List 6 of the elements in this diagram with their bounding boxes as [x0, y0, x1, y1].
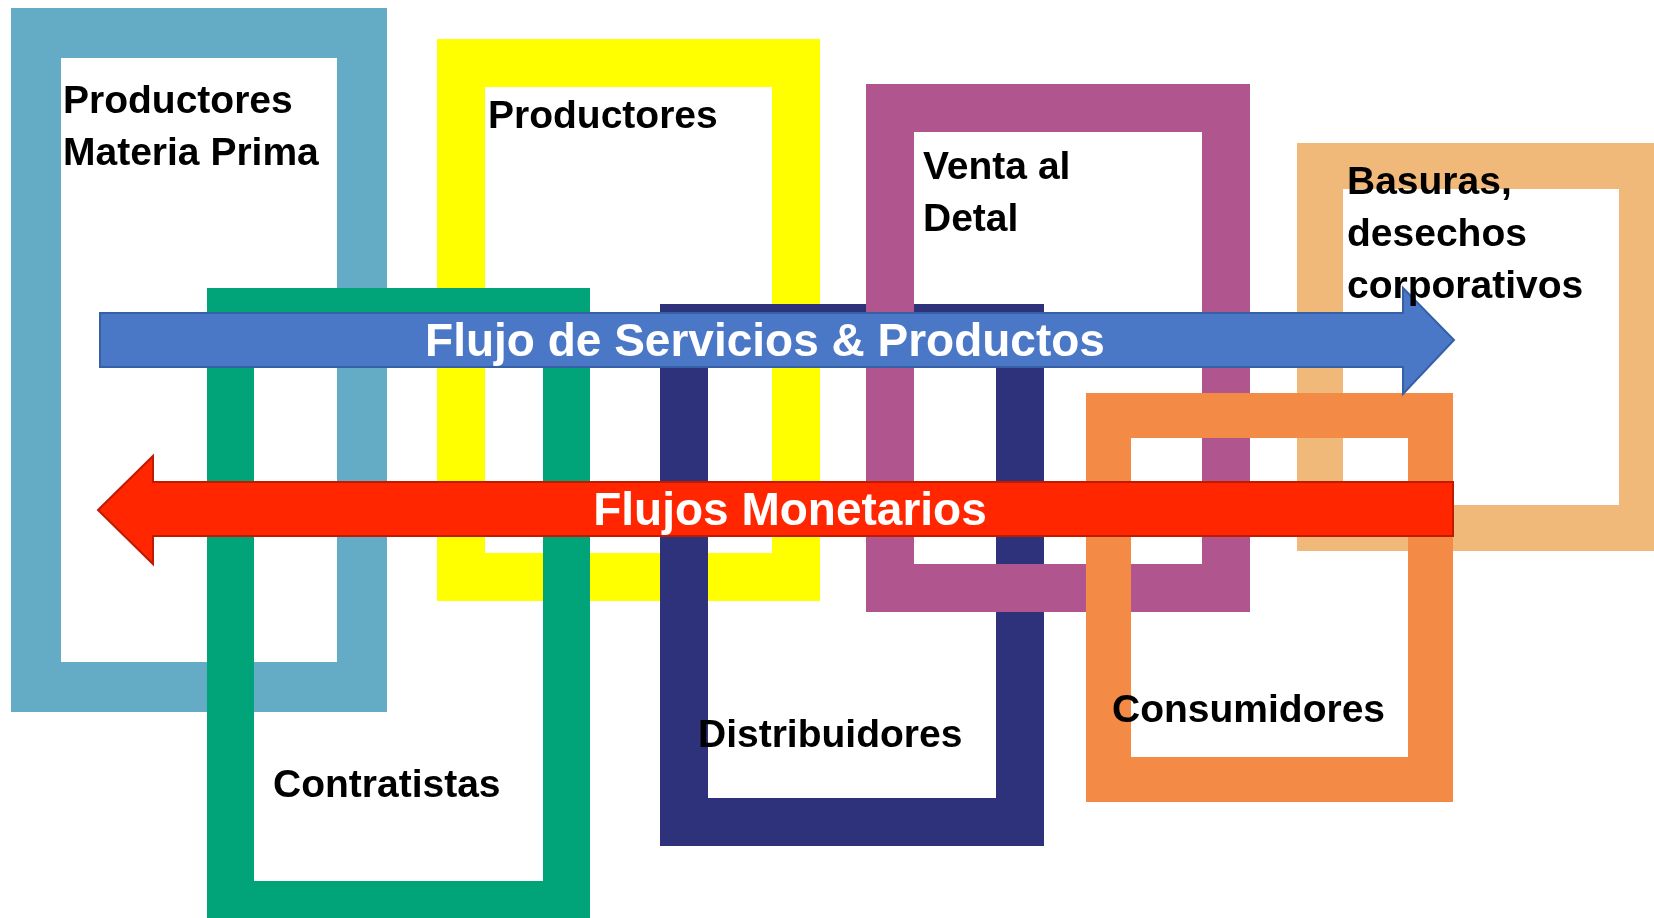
node-label: Productores — [488, 92, 719, 138]
node-label: Contratistas — [273, 761, 502, 807]
node-label: Productores Materia Prima — [63, 77, 320, 175]
arrow-label: Flujos Monetarios — [593, 483, 987, 535]
arrow-label: Flujo de Servicios & Productos — [425, 314, 1105, 366]
node-label: Venta al Detal — [923, 143, 1072, 241]
